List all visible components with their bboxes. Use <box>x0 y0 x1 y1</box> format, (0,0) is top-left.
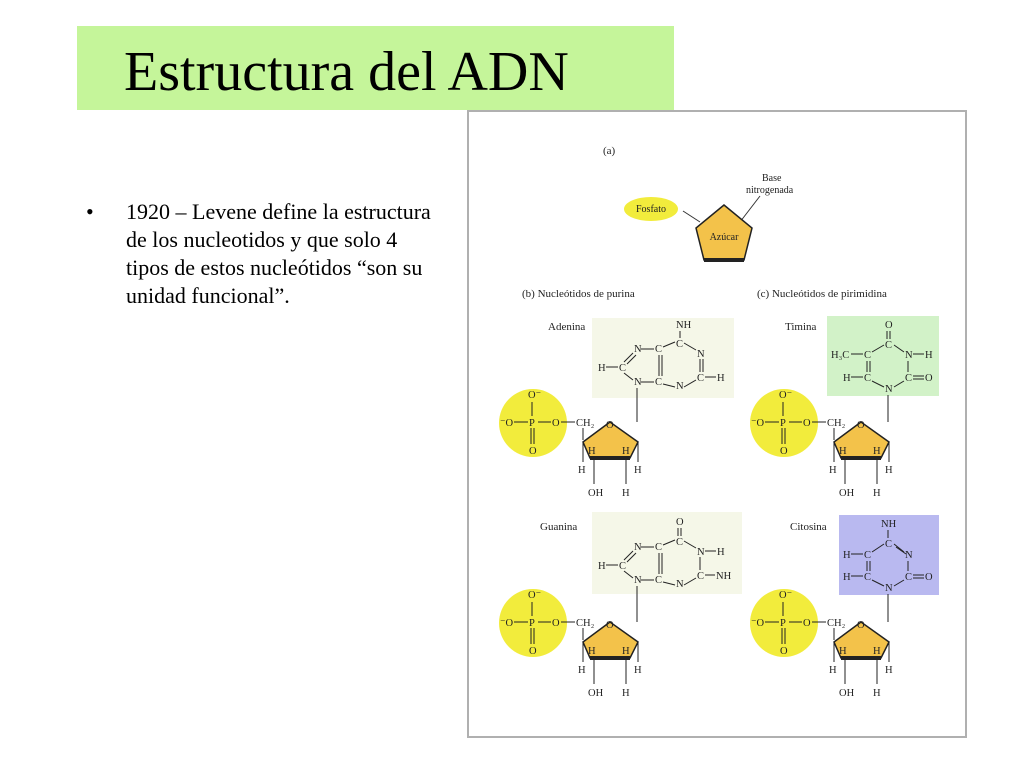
phosphate-group <box>499 389 567 457</box>
adenine-bonds <box>606 331 716 422</box>
thymine-o2: O <box>925 373 933 384</box>
purine-panel-title: (b) Nucleótidos de purina <box>522 288 635 300</box>
base-connector <box>739 195 761 223</box>
thymine-n3: N <box>905 350 913 361</box>
svg-text:O⁻: O⁻ <box>528 390 542 401</box>
sugar-phosphate-thymine <box>748 387 895 501</box>
cytosine-base-bg <box>839 515 939 595</box>
guanine-nh2: NH <box>716 571 732 582</box>
thymine-c5: C <box>864 350 871 361</box>
thymine-h3: H <box>925 350 933 361</box>
adenine-h2: H <box>717 373 725 384</box>
sugar-phosphate-guanine <box>497 587 644 701</box>
cytosine-nucleotide: Citosina NH C H C N H C C O N <box>790 515 939 622</box>
svg-text:CH₂: CH₂ <box>576 418 595 429</box>
svg-text:H: H <box>634 465 642 476</box>
bullet-point-icon: • <box>86 199 94 224</box>
phosphate-connector <box>682 210 701 223</box>
thymine-c4: C <box>885 340 892 351</box>
title-background <box>77 26 674 110</box>
cytosine-c4: C <box>885 539 892 550</box>
adenine-c-top: C <box>676 339 683 350</box>
cytosine-h6: H <box>843 572 851 583</box>
thymine-label: Timina <box>785 321 817 333</box>
base-label-line1: Base <box>762 173 782 184</box>
adenine-c8: C <box>619 363 626 374</box>
sugar-phosphate-cytosine <box>748 587 895 701</box>
guanine-c6: C <box>676 537 683 548</box>
sugar-label: Azúcar <box>710 232 740 243</box>
cytosine-o2: O <box>925 572 933 583</box>
svg-text:O: O <box>606 420 614 431</box>
sugar-phosphate-adenine: O⁻ ⁻O P O O CH₂ O H H H H OH H <box>499 389 642 499</box>
cytosine-n1: N <box>885 583 893 594</box>
cytosine-nh2: NH <box>881 519 897 530</box>
guanine-label: Guanina <box>540 521 577 533</box>
cytosine-h5: H <box>843 550 851 561</box>
adenine-c5: C <box>655 344 662 355</box>
panel-a-label: (a) <box>603 145 616 157</box>
svg-text:OH: OH <box>588 488 604 499</box>
bullet-text: 1920 – Levene define la estructura de lo… <box>126 199 431 308</box>
adenine-n7: N <box>634 344 642 355</box>
thymine-base-bg <box>827 316 939 396</box>
cytosine-c2: C <box>905 572 912 583</box>
cytosine-c5: C <box>864 550 871 561</box>
adenine-c4: C <box>655 377 662 388</box>
phosphate-label: Fosfato <box>636 204 666 215</box>
cytosine-bonds <box>851 530 924 622</box>
adenine-n9: N <box>634 377 642 388</box>
base-label-line2: nitrogenada <box>746 185 794 196</box>
thymine-c2: C <box>905 373 912 384</box>
page-title: Estructura del ADN <box>124 41 569 103</box>
adenine-label: Adenina <box>548 321 585 333</box>
thymine-nucleotide: Timina O C H₃C C N H H C C O N <box>785 316 939 422</box>
svg-text:H: H <box>622 488 630 499</box>
guanine-h1: H <box>717 547 725 558</box>
adenine-c2: C <box>697 373 704 384</box>
svg-text:O: O <box>529 446 537 457</box>
guanine-o6: O <box>676 517 684 528</box>
guanine-n9: N <box>634 575 642 586</box>
guanine-n7: N <box>634 542 642 553</box>
guanine-c2: C <box>697 571 704 582</box>
adenine-n3: N <box>676 381 684 392</box>
thymine-bonds <box>851 331 924 422</box>
guanine-n1: N <box>697 547 705 558</box>
adenine-n1: N <box>697 349 705 360</box>
cytosine-label: Citosina <box>790 521 827 533</box>
thymine-c6: C <box>864 373 871 384</box>
thymine-n1: N <box>885 384 893 395</box>
svg-text:P: P <box>529 418 535 429</box>
guanine-n3: N <box>676 579 684 590</box>
cytosine-c6: C <box>864 572 871 583</box>
guanine-bonds <box>606 528 716 622</box>
guanine-c5: C <box>655 542 662 553</box>
pyrimidine-panel-title: (c) Nucleótidos de pirimidina <box>757 288 887 300</box>
guanine-h8: H <box>598 561 606 572</box>
thymine-h6: H <box>843 373 851 384</box>
adenine-nucleotide: Adenina NH C N C N H C C H N C N <box>548 318 734 422</box>
svg-text:O: O <box>552 418 560 429</box>
thymine-o4: O <box>885 320 893 331</box>
adenine-nh2: NH <box>676 320 692 331</box>
guanine-nucleotide: Guanina O C N C N H H C C NH N C N <box>540 512 742 622</box>
cytosine-n3: N <box>905 550 913 561</box>
svg-text:H: H <box>622 446 630 457</box>
svg-text:H: H <box>588 446 596 457</box>
phosphate-shape <box>624 197 678 221</box>
adenine-h8: H <box>598 363 606 374</box>
thymine-ch3: H₃C <box>831 350 849 361</box>
svg-text:H: H <box>578 465 586 476</box>
adenine-base-bg <box>592 318 734 398</box>
guanine-c4: C <box>655 575 662 586</box>
guanine-base-bg <box>592 512 742 594</box>
svg-text:⁻O: ⁻O <box>500 418 514 429</box>
guanine-c8: C <box>619 561 626 572</box>
